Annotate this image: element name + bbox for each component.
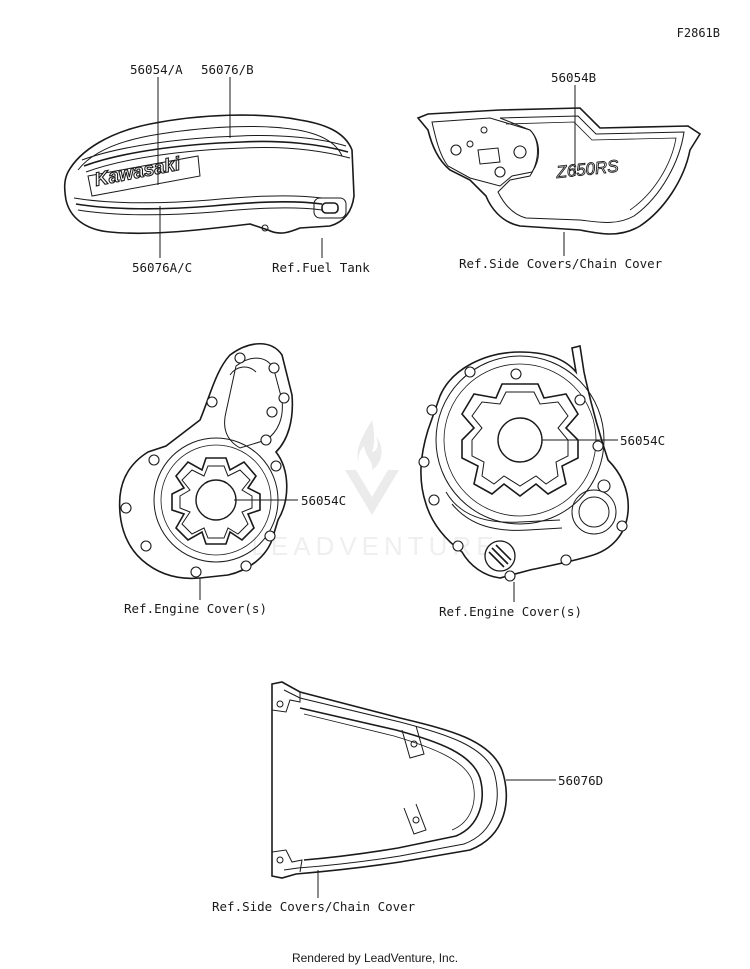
callout-56054a: 56054/A xyxy=(130,62,183,77)
tail-cover-illustration xyxy=(271,681,508,879)
ref-engine-cover-left: Ref.Engine Cover(s) xyxy=(124,601,267,616)
side-cover-logo-text: Z650RS xyxy=(554,156,620,182)
side-cover-illustration: Z650RS xyxy=(416,107,702,235)
engine-cover-right-illustration xyxy=(418,345,630,582)
callout-56054b: 56054B xyxy=(551,70,596,85)
ref-side-covers-top: Ref.Side Covers/Chain Cover xyxy=(459,256,663,271)
watermark-flame-icon xyxy=(357,420,382,470)
callout-56054c-right: 56054C xyxy=(620,433,665,448)
footer-credit: Rendered by LeadVenture, Inc. xyxy=(292,951,458,965)
callout-56076b: 56076/B xyxy=(201,62,254,77)
watermark-v-icon xyxy=(345,470,399,515)
callout-56054c-left: 56054C xyxy=(301,493,346,508)
callout-56076ac: 56076A/C xyxy=(132,260,192,275)
ref-engine-cover-right: Ref.Engine Cover(s) xyxy=(439,604,582,619)
fuel-tank-illustration: Kawasaki xyxy=(63,114,355,235)
figure-id: F2861B xyxy=(677,26,720,40)
ref-side-covers-bottom: Ref.Side Covers/Chain Cover xyxy=(212,899,416,914)
ref-fuel-tank: Ref.Fuel Tank xyxy=(272,260,370,275)
callout-56076d: 56076D xyxy=(558,773,603,788)
